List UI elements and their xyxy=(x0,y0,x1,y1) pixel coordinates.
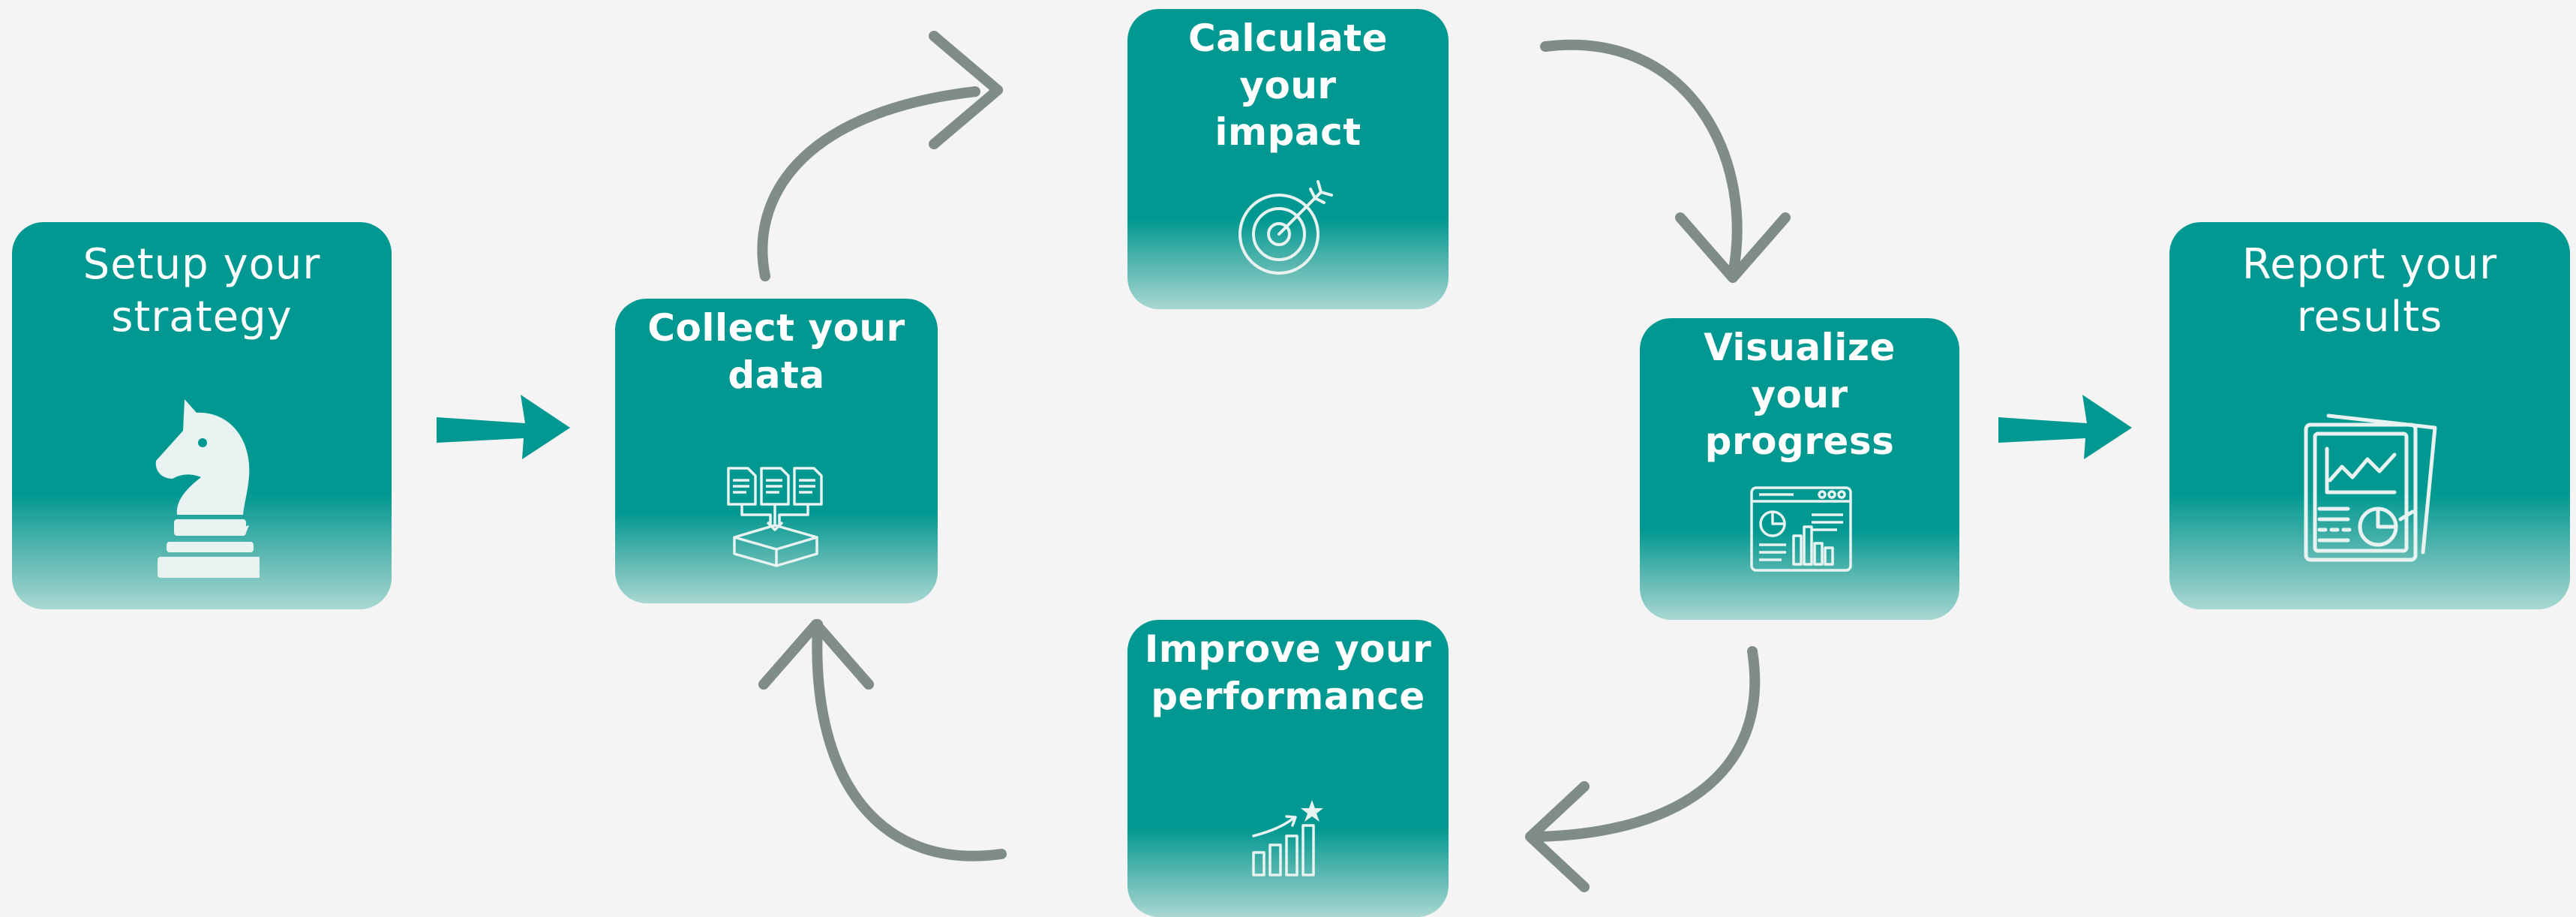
step-title-line: data xyxy=(728,353,825,397)
step-card-collect-data: Collect your data xyxy=(615,299,938,603)
curve-arrow-calculate-to-visualize xyxy=(1540,39,1791,283)
step-card-improve-performance: Improve your performance xyxy=(1127,620,1449,917)
step-title-line: impact xyxy=(1214,110,1362,154)
curve-arrow-improve-to-collect xyxy=(758,619,1007,861)
arrow-setup-to-collect xyxy=(437,395,570,459)
step-title: Report your results xyxy=(2184,239,2555,344)
step-card-visualize-progress: Visualize your progress xyxy=(1640,318,1959,620)
chess-knight-icon xyxy=(155,399,260,578)
curve-arrow-visualize-to-improve xyxy=(1525,646,1761,892)
step-title: Improve your performance xyxy=(1142,626,1434,720)
dashboard-icon xyxy=(1750,486,1852,572)
step-title-line: results xyxy=(2296,293,2443,341)
curve-arrow-collect-to-calculate xyxy=(757,31,1003,281)
growth-chart-icon xyxy=(1252,800,1323,876)
step-title: Visualize your progress xyxy=(1655,324,1944,465)
step-title-line: performance xyxy=(1151,674,1425,718)
step-title-line: Visualize your xyxy=(1704,326,1896,416)
report-document-icon xyxy=(2304,413,2437,562)
step-title-line: Collect your xyxy=(647,306,905,350)
step-title-line: progress xyxy=(1704,419,1895,463)
step-title-line: Improve your xyxy=(1144,627,1432,671)
arrow-visualize-to-report xyxy=(1998,395,2132,459)
step-title-line: strategy xyxy=(111,293,293,341)
step-title: Calculate your impact xyxy=(1142,15,1434,156)
target-arrow-icon xyxy=(1238,180,1333,275)
step-title: Setup your strategy xyxy=(27,239,377,344)
step-title: Collect your data xyxy=(630,305,923,398)
step-title-line: Calculate your xyxy=(1188,17,1388,107)
step-card-setup-strategy: Setup your strategy xyxy=(12,222,392,609)
step-card-report-results: Report your results xyxy=(2169,222,2570,609)
step-title-line: Setup your xyxy=(83,240,321,289)
data-documents-icon xyxy=(727,467,823,567)
step-title-line: Report your xyxy=(2241,240,2498,289)
step-card-calculate-impact: Calculate your impact xyxy=(1127,9,1449,309)
